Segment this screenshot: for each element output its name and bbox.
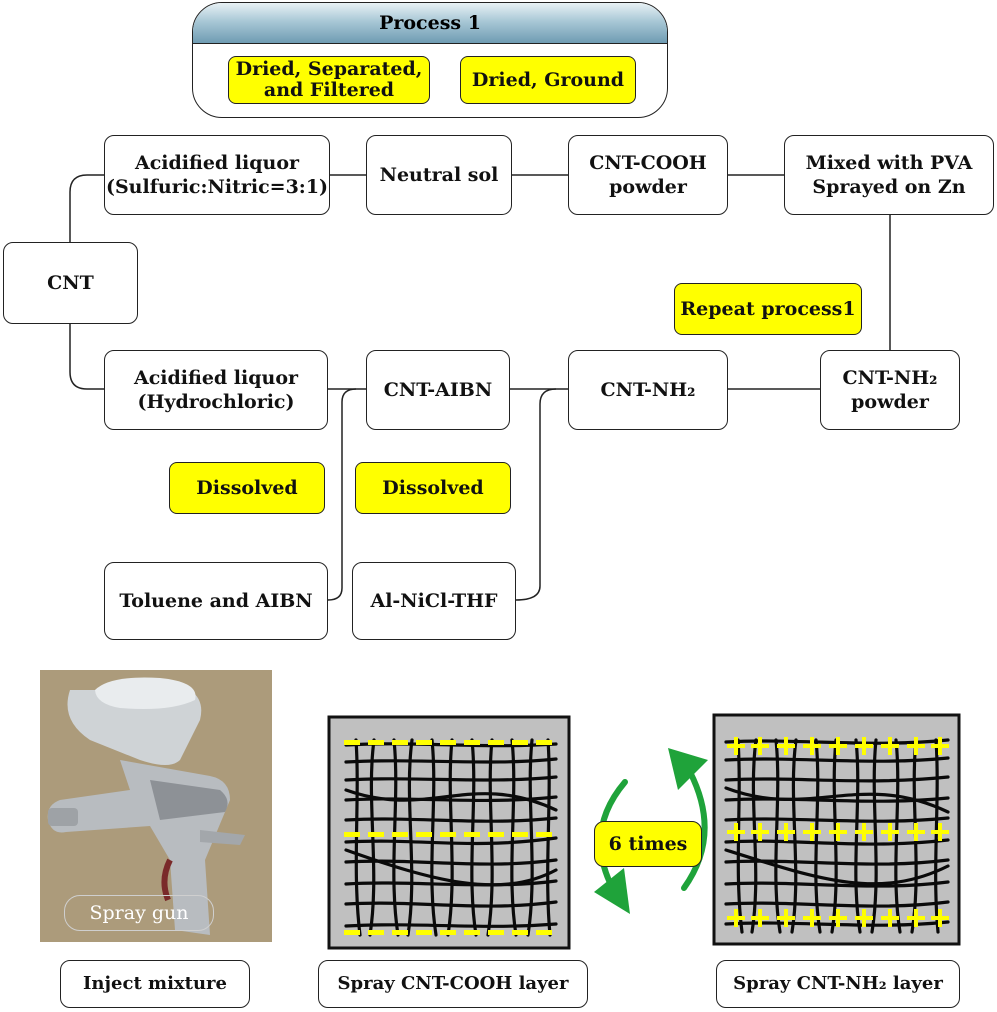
positive-charge-mark xyxy=(855,737,873,755)
negative-charge-mark xyxy=(440,832,456,837)
cnt-aibn-node: CNT-AIBN xyxy=(366,350,510,430)
negative-charge-mark xyxy=(464,832,480,837)
six-times-tag: 6 times xyxy=(594,821,702,867)
dried-ground-step: Dried, Ground xyxy=(460,56,636,104)
al-nicl-thf-node: Al-NiCl-THF xyxy=(352,562,516,640)
negative-charge-mark xyxy=(392,740,408,745)
negative-charge-mark xyxy=(368,930,384,935)
positive-charge-mark xyxy=(907,909,925,927)
dissolved-tag-1: Dissolved xyxy=(169,462,325,514)
positive-charge-marks xyxy=(727,737,949,927)
positive-charge-mark xyxy=(931,909,949,927)
positive-charge-mark xyxy=(855,823,873,841)
cycle-arrowheads xyxy=(594,748,708,914)
connector-lines xyxy=(69,174,891,601)
negative-charge-mark xyxy=(416,740,432,745)
toluene-aibn-node: Toluene and AIBN xyxy=(104,562,328,640)
neutral-sol-node: Neutral sol xyxy=(366,135,512,215)
positive-charge-mark xyxy=(829,737,847,755)
negative-charge-mark xyxy=(464,740,480,745)
negative-charge-mark xyxy=(488,740,504,745)
mixed-with-pva-node: Mixed with PVA Sprayed on Zn xyxy=(784,135,994,215)
positive-charge-mark xyxy=(931,823,949,841)
negative-charge-mark xyxy=(464,930,480,935)
dissolved-tag-2: Dissolved xyxy=(355,462,511,514)
line-thf-to-nh2 xyxy=(515,388,557,601)
negative-charge-mark xyxy=(344,832,360,837)
positive-charge-mark xyxy=(881,823,899,841)
positive-charge-mark xyxy=(727,909,745,927)
cnt-cooh-powder-node: CNT-COOH powder xyxy=(568,135,728,215)
line-cnt-to-hydrochloric xyxy=(69,324,104,390)
repeat-process-tag: Repeat process1 xyxy=(674,283,862,335)
acidified-hydrochloric-node: Acidified liquor (Hydrochloric) xyxy=(104,350,328,430)
negative-charge-mark xyxy=(440,930,456,935)
negative-charge-mark xyxy=(368,740,384,745)
negative-charge-mark xyxy=(512,832,528,837)
spray-gun-label: Spray gun xyxy=(64,895,214,931)
negative-charge-mark xyxy=(536,740,552,745)
positive-charge-mark xyxy=(803,737,821,755)
negative-charge-mark xyxy=(536,832,552,837)
negative-charge-mark xyxy=(440,740,456,745)
positive-charge-mark xyxy=(881,737,899,755)
negative-charge-mark xyxy=(392,832,408,837)
positive-charge-mark xyxy=(777,737,795,755)
positive-charge-mark xyxy=(751,909,769,927)
spray-gun-illustration xyxy=(40,670,272,942)
positive-charge-mark xyxy=(829,909,847,927)
cnt-node: CNT xyxy=(3,242,138,324)
negative-charge-mark xyxy=(512,740,528,745)
positive-charge-mark xyxy=(727,737,745,755)
positive-charge-mark xyxy=(907,737,925,755)
positive-charge-mark xyxy=(751,823,769,841)
positive-charge-mark xyxy=(777,909,795,927)
positive-charge-mark xyxy=(777,823,795,841)
cnt-nh2-node: CNT-NH₂ xyxy=(568,350,728,430)
spray-cooh-caption: Spray CNT-COOH layer xyxy=(318,960,588,1008)
right-arrowhead xyxy=(668,748,708,790)
positive-charge-mark xyxy=(931,737,949,755)
line-toluene-to-aibn xyxy=(327,388,357,601)
process-1-title: Process 1 xyxy=(193,3,667,44)
positive-charge-mark xyxy=(751,737,769,755)
dried-separated-filtered-step: Dried, Separated, and Filtered xyxy=(228,56,430,104)
positive-charge-mark xyxy=(727,823,745,841)
negative-charge-mark xyxy=(416,832,432,837)
right-cycle-arrow xyxy=(681,769,708,891)
acidified-sulfuric-node: Acidified liquor (Sulfuric:Nitric=3:1) xyxy=(104,135,330,215)
negative-charge-marks xyxy=(344,740,552,935)
spray-nh2-caption: Spray CNT-NH₂ layer xyxy=(716,960,960,1008)
inject-mixture-caption: Inject mixture xyxy=(60,960,250,1008)
line-cnt-to-sulfuric xyxy=(69,174,104,242)
negative-charge-mark xyxy=(536,930,552,935)
positive-charge-mark xyxy=(881,909,899,927)
negative-charge-mark xyxy=(488,832,504,837)
positive-charge-mark xyxy=(855,909,873,927)
negative-charge-mark xyxy=(416,930,432,935)
positive-charge-mark xyxy=(829,823,847,841)
positive-charge-mark xyxy=(907,823,925,841)
left-arrowhead xyxy=(594,868,630,914)
cnt-nh2-powder-node: CNT-NH₂ powder xyxy=(820,350,960,430)
positive-charge-mark xyxy=(803,909,821,927)
negative-charge-mark xyxy=(344,740,360,745)
negative-charge-mark xyxy=(512,930,528,935)
negative-charge-mark xyxy=(392,930,408,935)
negative-charge-mark xyxy=(368,832,384,837)
negative-charge-mark xyxy=(488,930,504,935)
positive-charge-mark xyxy=(803,823,821,841)
negative-charge-mark xyxy=(344,930,360,935)
